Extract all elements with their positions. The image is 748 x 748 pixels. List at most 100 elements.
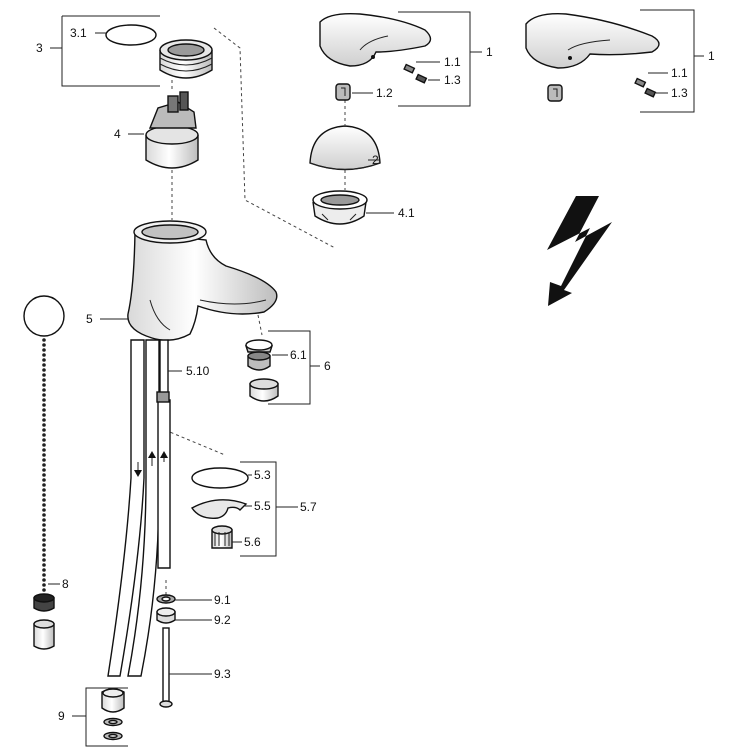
chain-bead [42, 363, 46, 367]
fitting-set-9 [101, 688, 125, 741]
chain-bead [42, 428, 46, 432]
chain-bead [42, 473, 46, 477]
faucet-body-5 [127, 220, 278, 341]
bolt-5-6 [211, 525, 233, 549]
chain-bead [42, 423, 46, 427]
seal-ring-5-3 [191, 467, 249, 489]
chain-bead [42, 353, 46, 357]
label-5-7: 5.7 [300, 500, 317, 514]
label-1-alt: 1 [708, 49, 715, 63]
chain-bead [42, 403, 46, 407]
chain-bead [42, 478, 46, 482]
supply-hose-left [107, 339, 145, 677]
label-1-2: 1.2 [376, 86, 393, 100]
chain-bead [42, 578, 46, 582]
chain-bead [42, 438, 46, 442]
label-9-3: 9.3 [214, 667, 231, 681]
nut-9-2 [156, 607, 176, 624]
chain-bead [42, 568, 46, 572]
label-6: 6 [324, 359, 331, 373]
label-5-6: 5.6 [244, 535, 261, 549]
label-4: 4 [114, 127, 121, 141]
leader-lines [48, 9, 704, 747]
chain-bead [42, 583, 46, 587]
chain-bead [42, 373, 46, 377]
chain-bead [42, 573, 46, 577]
lever-handle-1 [319, 12, 432, 67]
chain-bead [42, 488, 46, 492]
chain-bead [42, 498, 46, 502]
chain-bead [42, 588, 46, 592]
dome-cap-2 [309, 125, 381, 171]
label-8: 8 [62, 577, 69, 591]
bead-chain-8 [42, 338, 46, 592]
chain-bead [42, 503, 46, 507]
clip-5-5 [190, 499, 248, 519]
adapter-1-2 [335, 83, 351, 101]
label-1: 1 [486, 45, 493, 59]
o-ring-3-1 [105, 24, 157, 46]
plug-stopper [33, 619, 55, 650]
chain-bead [42, 468, 46, 472]
label-1-1-alt: 1.1 [671, 66, 688, 80]
chain-bead [42, 558, 46, 562]
label-9-2: 9.2 [214, 613, 231, 627]
label-1-1: 1.1 [444, 55, 461, 69]
pull-rod-5-10 [156, 339, 171, 569]
chain-bead [42, 443, 46, 447]
label-1-3-alt: 1.3 [671, 86, 688, 100]
arrow-up-icon [148, 451, 156, 458]
chain-bead [42, 463, 46, 467]
chain-bead [42, 538, 46, 542]
aerator-housing-6 [249, 378, 279, 402]
washer-9-1 [156, 594, 176, 604]
chain-bead [42, 448, 46, 452]
chain-bead [42, 433, 46, 437]
chain-bead [42, 543, 46, 547]
chain-bead [42, 548, 46, 552]
stopper-ring [23, 295, 65, 337]
chain-bead [42, 533, 46, 537]
aerator-6-1 [245, 339, 273, 371]
label-3-1: 3.1 [70, 26, 87, 40]
chain-bead [42, 378, 46, 382]
chain-bead [42, 398, 46, 402]
label-3: 3 [36, 41, 43, 55]
chain-bead [42, 393, 46, 397]
chain-bead [42, 338, 46, 342]
part-labels: 3.1 3 4 1 1.1 1.3 1.2 1 1.1 1.3 2 4.1 5 … [36, 26, 715, 723]
label-9: 9 [58, 709, 65, 723]
ring-4-1 [312, 190, 368, 225]
chain-bead [42, 513, 46, 517]
label-5-10: 5.10 [186, 364, 210, 378]
chain-bead [42, 348, 46, 352]
label-9-1: 9.1 [214, 593, 231, 607]
chain-bead [42, 518, 46, 522]
chain-connector-8 [33, 593, 55, 612]
label-5-5: 5.5 [254, 499, 271, 513]
chain-bead [42, 388, 46, 392]
adapter-1-2-alt [547, 84, 563, 102]
label-5: 5 [86, 312, 93, 326]
chain-bead [42, 523, 46, 527]
arrow-up-icon [160, 451, 168, 458]
threaded-nut-3 [159, 39, 213, 79]
chain-bead [42, 563, 46, 567]
chain-bead [42, 493, 46, 497]
chain-bead [42, 358, 46, 362]
label-5-3: 5.3 [254, 468, 271, 482]
arrow-down-icon [134, 470, 142, 477]
screw-1-3-alt [644, 87, 657, 98]
chain-bead [42, 413, 46, 417]
chain-bead [42, 418, 46, 422]
cartridge-4 [145, 91, 199, 169]
set-screw-1-1-alt [634, 77, 647, 88]
label-1-3: 1.3 [444, 73, 461, 87]
chain-bead [42, 453, 46, 457]
chain-bead [42, 553, 46, 557]
chain-bead [42, 368, 46, 372]
screw-1-3 [415, 73, 428, 84]
chain-bead [42, 458, 46, 462]
label-6-1: 6.1 [290, 348, 307, 362]
